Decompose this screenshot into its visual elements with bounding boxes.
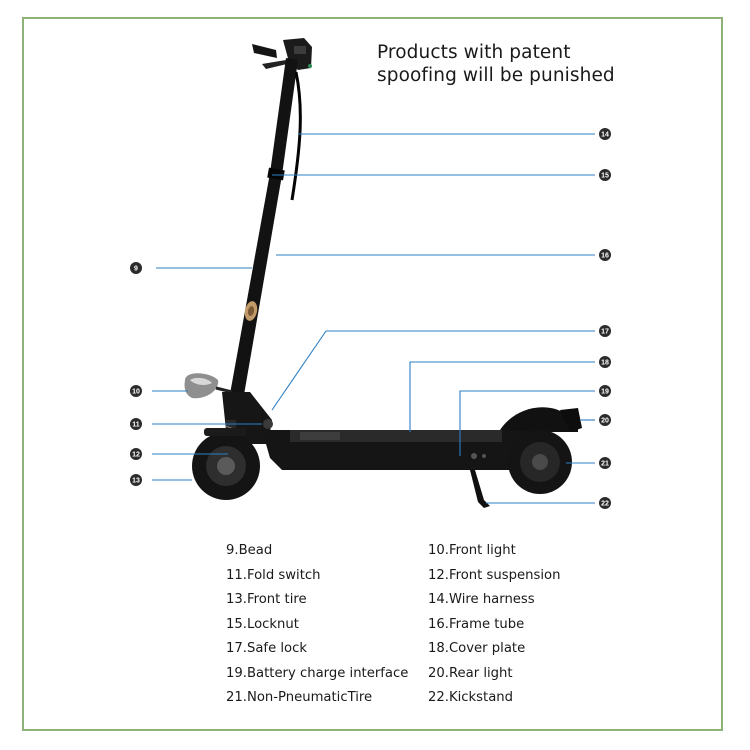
callout-16-label: 16: [601, 253, 609, 260]
callout-9: 9: [130, 262, 142, 274]
leader-line-17: [271, 330, 595, 411]
callout-10-label: 10: [132, 389, 140, 396]
callout-11: 11: [130, 418, 142, 430]
callout-18-label: 18: [601, 360, 609, 367]
legend-item: 11.Fold switch: [226, 567, 321, 583]
handlebar-status-led: [308, 64, 312, 68]
callout-19-label: 19: [601, 389, 609, 396]
callout-21: 21: [599, 457, 611, 469]
callout-20: 20: [599, 414, 611, 426]
legend-item: 15.Locknut: [226, 616, 299, 632]
steering-column-upper: [270, 58, 298, 175]
charge-port: [471, 453, 477, 459]
bead-emblem-center: [247, 306, 255, 316]
kickstand: [470, 470, 490, 508]
legend-item: 19.Battery charge interface: [226, 665, 409, 681]
callout-22-label: 22: [601, 501, 609, 508]
legend-item: 12.Front suspension: [428, 567, 561, 583]
steering-column-lower: [226, 173, 282, 418]
scooter-illustration: [184, 38, 582, 508]
deck-logo-plate: [300, 432, 340, 440]
callout-17-label: 17: [601, 329, 609, 336]
callout-15-label: 15: [601, 173, 609, 180]
leader-line-19: [459, 390, 595, 456]
rear-hub-cap: [532, 454, 548, 470]
callout-14-label: 14: [601, 132, 609, 139]
front-light-housing: [184, 373, 219, 399]
patent-notice: Products with patent spoofing will be pu…: [377, 41, 615, 87]
front-light-bracket: [215, 386, 233, 394]
handlebar-display-screen: [294, 46, 306, 54]
fold-switch-knob: [263, 419, 273, 429]
leader-lines: [152, 133, 595, 504]
charge-port-screw: [482, 454, 486, 458]
legend-item: 14.Wire harness: [428, 592, 535, 607]
callout-16: 16: [599, 249, 611, 261]
brake-lever: [262, 60, 287, 69]
callout-18: 18: [599, 356, 611, 368]
legend-item: 13.Front tire: [226, 592, 307, 607]
callout-12-label: 12: [132, 452, 140, 459]
front-fender: [204, 428, 246, 436]
callout-13: 13: [130, 474, 142, 486]
legend-item: 20.Rear light: [428, 665, 513, 681]
cover-plate: [290, 430, 502, 442]
leader-line-18: [409, 361, 595, 432]
legend-item: 18.Cover plate: [428, 641, 526, 656]
handlebar-grip: [252, 44, 277, 58]
callout-22: 22: [599, 497, 611, 509]
callout-15: 15: [599, 169, 611, 181]
wire-harness: [290, 71, 302, 201]
front-hub: [217, 457, 235, 475]
patent-notice-line-1: Products with patent: [377, 42, 571, 63]
callout-10: 10: [130, 385, 142, 397]
callout-11-label: 11: [132, 422, 140, 429]
legend-item: 16.Frame tube: [428, 616, 525, 632]
legend-item: 21.Non-PneumaticTire: [226, 690, 373, 705]
callout-13-label: 13: [132, 478, 140, 485]
rear-light: [560, 408, 582, 432]
callout-21-label: 21: [601, 461, 609, 468]
patent-notice-line-2: spoofing will be punished: [377, 65, 615, 86]
legend-item: 10.Front light: [428, 543, 516, 558]
callout-19: 19: [599, 385, 611, 397]
rear-fender: [500, 407, 578, 432]
legend-item: 22.Kickstand: [428, 690, 514, 705]
callout-9-label: 9: [134, 266, 138, 273]
legend-item: 9.Bead: [226, 543, 273, 558]
legend-item: 17.Safe lock: [226, 641, 307, 656]
front-light-lens: [190, 377, 212, 385]
callout-14: 14: [599, 128, 611, 140]
column-locknut: [267, 167, 285, 181]
callout-17: 17: [599, 325, 611, 337]
callout-20-label: 20: [601, 418, 609, 425]
callout-12: 12: [130, 448, 142, 460]
